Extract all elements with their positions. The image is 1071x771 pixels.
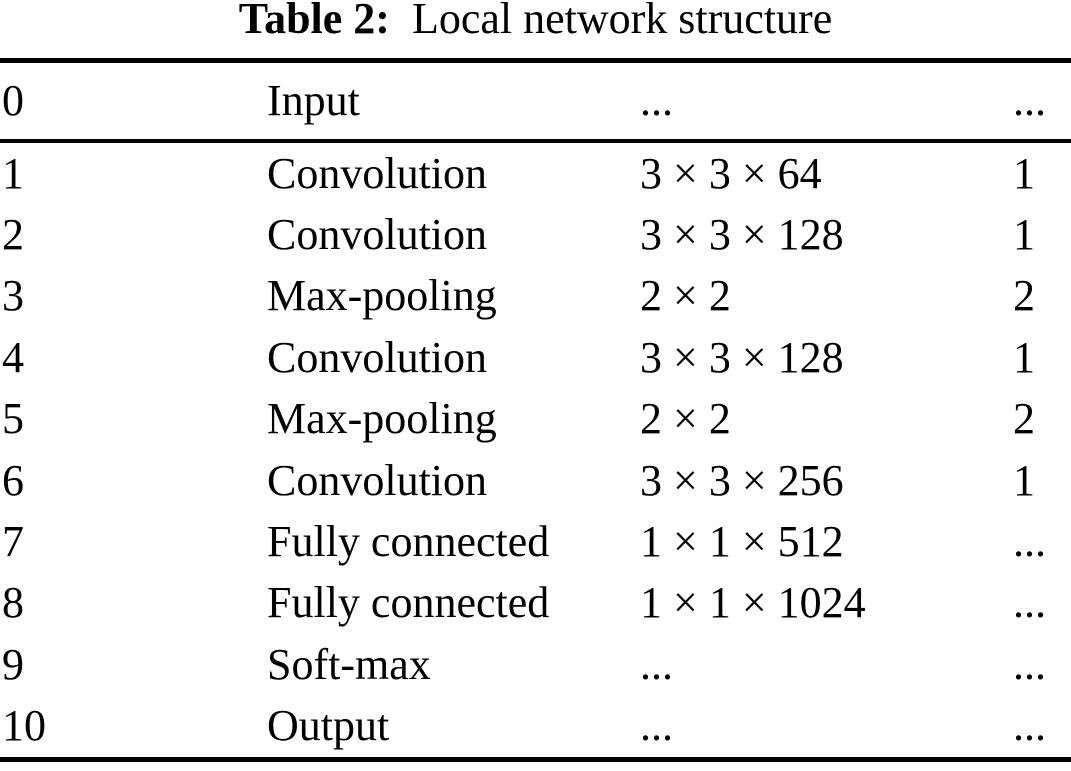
cell-layer-type: Convolution: [267, 455, 488, 505]
cell-stride: 1: [1013, 148, 1035, 198]
cell-layer-type: Convolution: [267, 148, 488, 198]
cell-kernel-size: 3 × 3 × 128: [640, 332, 844, 382]
cell-layer-type: Max-pooling: [267, 271, 497, 321]
table-row: 7 Fully connected 1 × 1 × 512 ...: [0, 511, 1071, 572]
cell-kernel-size: ...: [640, 76, 673, 125]
cell-layer-type: Input: [267, 76, 360, 125]
table-row: 2 Convolution 3 × 3 × 128 1: [0, 204, 1071, 265]
cell-stride: 1: [1013, 455, 1035, 505]
table-caption-text: Local network structure: [411, 0, 833, 43]
table-row: 9 Soft-max ... ...: [0, 634, 1071, 695]
table-row: 1 Convolution 3 × 3 × 64 1: [0, 143, 1071, 204]
cell-layer-index: 10: [2, 701, 46, 751]
table-row: 6 Convolution 3 × 3 × 256 1: [0, 450, 1071, 511]
table-row: 4 Convolution 3 × 3 × 128 1: [0, 327, 1071, 388]
cell-layer-index: 4: [2, 332, 24, 382]
cell-layer-index: 3: [2, 271, 24, 321]
table-row: 8 Fully connected 1 × 1 × 1024 ...: [0, 573, 1071, 634]
table-caption-label: Table 2:: [238, 0, 390, 43]
table-top-rule: [0, 58, 1071, 63]
cell-kernel-size: 1 × 1 × 512: [640, 517, 844, 567]
cell-layer-type: Soft-max: [267, 639, 431, 689]
cell-kernel-size: 3 × 3 × 64: [640, 148, 822, 198]
network-structure-table: 0 Input ... ... 1 Convolution 3 × 3 × 64…: [0, 58, 1071, 762]
cell-kernel-size: 3 × 3 × 256: [640, 455, 844, 505]
cell-layer-type: Convolution: [267, 332, 488, 382]
table-bottom-rule: [0, 756, 1071, 762]
cell-stride: ...: [1013, 701, 1046, 751]
cell-layer-index: 2: [2, 210, 24, 260]
cell-layer-index: 5: [2, 394, 24, 444]
cell-layer-index: 1: [2, 148, 24, 198]
table-row: 3 Max-pooling 2 × 2 2: [0, 266, 1071, 327]
cell-kernel-size: 3 × 3 × 128: [640, 210, 844, 260]
cell-stride: 2: [1013, 271, 1035, 321]
cell-kernel-size: ...: [640, 701, 673, 751]
cell-layer-index: 0: [2, 76, 24, 125]
cell-layer-type: Output: [267, 701, 390, 751]
table-mid-rule: [0, 139, 1071, 143]
cell-layer-type: Fully connected: [267, 578, 550, 628]
cell-kernel-size: ...: [640, 639, 673, 689]
cell-stride: 2: [1013, 394, 1035, 444]
cell-layer-index: 8: [2, 578, 24, 628]
table-row: 10 Output ... ...: [0, 696, 1071, 757]
cell-stride: ...: [1013, 517, 1046, 567]
cell-stride: ...: [1013, 76, 1046, 125]
table-row: 5 Max-pooling 2 × 2 2: [0, 389, 1071, 450]
cell-layer-type: Convolution: [267, 210, 488, 260]
table-caption: Table 2: Local network structure: [0, 0, 1071, 45]
table-row: 0 Input ... ...: [0, 63, 1071, 139]
cell-stride: 1: [1013, 210, 1035, 260]
cell-layer-type: Max-pooling: [267, 394, 497, 444]
cell-stride: ...: [1013, 578, 1046, 628]
cell-kernel-size: 2 × 2: [640, 271, 731, 321]
cell-layer-index: 9: [2, 639, 24, 689]
cell-layer-index: 7: [2, 517, 24, 567]
cell-stride: 1: [1013, 332, 1035, 382]
cell-layer-index: 6: [2, 455, 24, 505]
cell-layer-type: Fully connected: [267, 517, 550, 567]
cell-stride: ...: [1013, 639, 1046, 689]
cell-kernel-size: 2 × 2: [640, 394, 731, 444]
cell-kernel-size: 1 × 1 × 1024: [640, 578, 866, 628]
